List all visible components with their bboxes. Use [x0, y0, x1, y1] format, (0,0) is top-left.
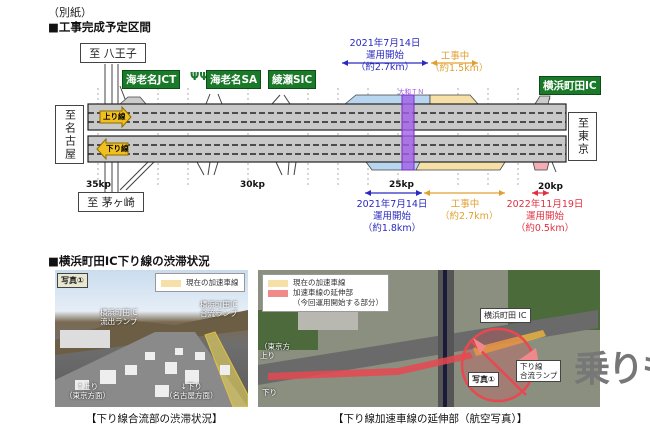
- section-title-congestion: ■横浜町田IC下り線の渋滞状況: [48, 254, 210, 268]
- road-diagram: [87, 60, 567, 196]
- congestion-photo: 写真① 現在の加速車線 横浜町田IC 流出ランプ 横浜町田IC 合流ランプ ↑上…: [55, 270, 248, 407]
- status: 運用開始: [365, 50, 404, 61]
- ext-swatch: [268, 289, 288, 297]
- down-line-arrow: [96, 137, 129, 161]
- status: 運用開始: [525, 211, 564, 222]
- photo1-caption: 【下り線合流部の渋滞状況】: [86, 413, 223, 425]
- length: （約1.8km）: [362, 223, 422, 234]
- photo-tag: 写真①: [468, 372, 499, 387]
- merge-ramp-label: 横浜町田IC 合流ランプ: [200, 300, 238, 318]
- up-line-label: 上り線: [103, 112, 126, 121]
- lower-carriageway: [87, 135, 567, 163]
- lower-new-section: [532, 161, 550, 171]
- status: 運用開始: [372, 211, 411, 222]
- current-swatch: [268, 279, 288, 287]
- kp-20: 20kp: [538, 182, 563, 192]
- sign-yokohama-machida-ic: 横浜町田IC: [539, 76, 601, 95]
- upper-work-label: 工事中 （約1.5km）: [430, 51, 489, 75]
- sign-ebina-sa: 海老名SA: [206, 70, 262, 89]
- down-direction-label: ↓下り （名古屋方面）: [165, 382, 218, 400]
- legend-text: 現在の加速車線: [186, 278, 239, 287]
- watermark: 乗りものニュース: [574, 350, 650, 390]
- status: 工事中: [450, 199, 480, 210]
- up-line-arrow: [99, 105, 132, 129]
- lower-work-section: [415, 161, 506, 171]
- length: （約1.5km）: [430, 63, 489, 74]
- lower-work-label: 工事中 （約2.7km）: [440, 199, 499, 223]
- kp-35: 35kp: [86, 180, 111, 190]
- upper-work-section: [429, 94, 479, 105]
- kp-30: 30kp: [240, 180, 265, 190]
- legend-note: （今回運用開始する部分）: [293, 298, 383, 307]
- section-title-construction: ■工事完成予定区間: [48, 20, 151, 34]
- sign-ebina-jct: 海老名JCT: [122, 70, 181, 89]
- tokyo-label: （東京方 上り: [260, 342, 290, 360]
- aerial-photo: 現在の加速車線 加速車線の延伸部 （今回運用開始する部分） 横浜町田 IC 下り…: [258, 270, 600, 407]
- down-line-label: 下り線: [106, 144, 129, 153]
- upper-open-label: 2021年7月14日 運用開始 （約2.7km）: [345, 38, 425, 74]
- length: （約2.7km）: [440, 211, 499, 222]
- photo-tag: 写真①: [57, 273, 88, 288]
- photo2-caption: 【下り線加速車線の延伸部（航空写真）】: [333, 413, 528, 425]
- legend-ext: 加速車線の延伸部: [268, 288, 383, 298]
- legend-text: 加速車線の延伸部: [293, 288, 353, 297]
- ramp-label: 下り線 合流ランプ: [516, 360, 562, 382]
- exit-ramp-label: 横浜町田IC 流出ランプ: [100, 308, 138, 326]
- current-lane-swatch: [161, 279, 181, 287]
- upper-open-section: [343, 94, 431, 105]
- to-chigasaki-box: 至 茅ヶ崎: [78, 192, 144, 212]
- upper-carriageway: [87, 103, 567, 131]
- date: 2021年7月14日: [356, 199, 428, 210]
- date: 2022年11月19日: [506, 199, 584, 210]
- down-label: 下り: [262, 388, 277, 397]
- lower-new-label: 2022年11月19日 運用開始 （約0.5km）: [505, 199, 585, 235]
- length: （約0.5km）: [515, 223, 575, 234]
- status: 工事中: [440, 51, 470, 62]
- photo1-legend: 現在の加速車線: [155, 273, 245, 292]
- length: （約2.7km）: [355, 62, 415, 73]
- ic-label: 横浜町田 IC: [480, 308, 531, 323]
- date: 2021年7月14日: [349, 38, 421, 49]
- restaurant-icon: ΨΨ: [190, 70, 209, 83]
- photo2-legend: 現在の加速車線 加速車線の延伸部 （今回運用開始する部分）: [262, 274, 389, 312]
- legend-text: 現在の加速車線: [293, 278, 346, 287]
- tunnel-marker: [401, 94, 415, 171]
- lower-open-label: 2021年7月14日 運用開始 （約1.8km）: [352, 199, 432, 235]
- kp-25: 25kp: [389, 180, 414, 190]
- sign-ayase-sic: 綾瀬SIC: [268, 70, 317, 89]
- to-hachioji-box: 至 八王子: [80, 43, 146, 63]
- to-tokyo-box: 至東京: [568, 112, 597, 161]
- legend-current: 現在の加速車線: [268, 278, 383, 288]
- up-direction-label: ↑上り （東京方面）: [65, 382, 110, 400]
- attachment-label: （別紙）: [48, 6, 92, 19]
- to-nagoya-box: 至名古屋: [55, 105, 84, 164]
- tunnel-label: 大和ＴＮ: [398, 88, 424, 96]
